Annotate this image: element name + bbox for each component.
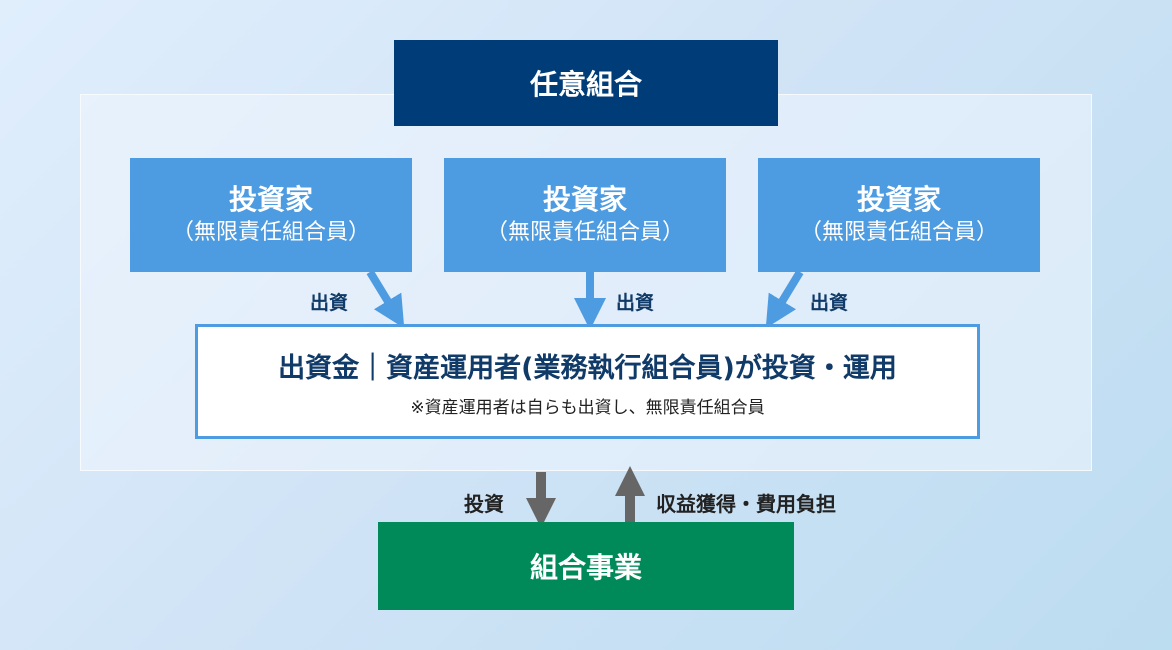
investor-title: 投資家 <box>856 183 941 216</box>
fund-note: ※資産運用者は自らも出資し、無限責任組合員 <box>410 397 765 418</box>
arrow-contribution-left <box>366 269 405 329</box>
investor-title: 投資家 <box>228 183 313 216</box>
invest-label: 投資 <box>464 492 504 516</box>
investor-box: 投資家 （無限責任組合員） <box>130 158 412 272</box>
union-title-box: 任意組合 <box>394 40 778 126</box>
investor-subtitle: （無限責任組合員） <box>799 220 998 245</box>
arrow-contribution-right <box>765 269 804 329</box>
contribution-label: 出資 <box>810 292 849 314</box>
business-box: 組合事業 <box>378 522 794 610</box>
investor-subtitle: （無限責任組合員） <box>485 220 684 245</box>
investor-box: 投資家 （無限責任組合員） <box>444 158 726 272</box>
investor-subtitle: （無限責任組合員） <box>171 220 370 245</box>
return-label: 収益獲得・費用負担 <box>656 492 836 516</box>
investor-box: 投資家 （無限責任組合員） <box>758 158 1040 272</box>
fund-box: 出資金｜資産運用者(業務執行組合員)が投資・運用 ※資産運用者は自らも出資し、無… <box>195 324 980 439</box>
contribution-label: 出資 <box>310 292 349 314</box>
investor-title: 投資家 <box>542 183 627 216</box>
fund-main-text: 出資金｜資産運用者(業務執行組合員)が投資・運用 <box>278 352 897 384</box>
contribution-label: 出資 <box>616 292 655 314</box>
